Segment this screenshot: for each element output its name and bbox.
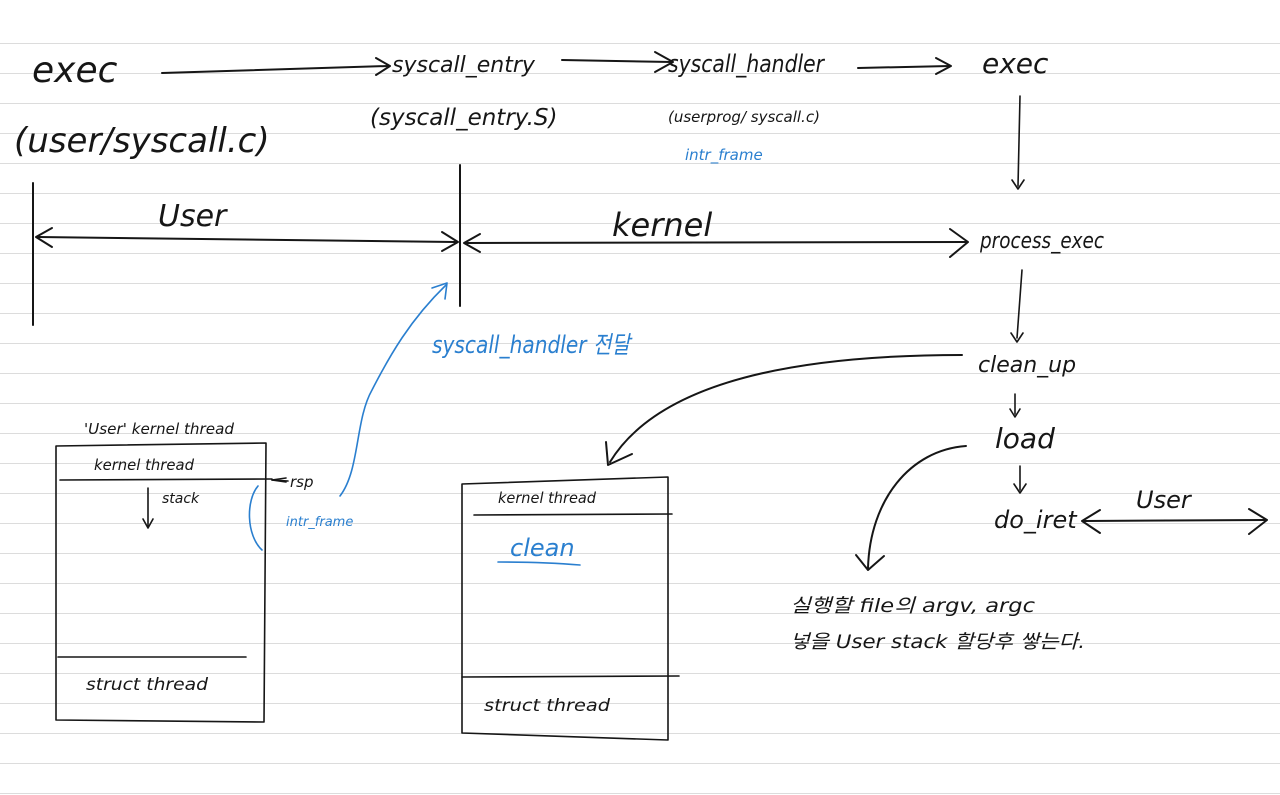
blue-curve-arrow-head [431, 282, 448, 300]
rsp-arrow [271, 479, 289, 482]
stack-label: stack [162, 491, 200, 507]
arrow-clean-up-to-thread-head [605, 441, 633, 466]
arrow-entry-to-handler-head [654, 51, 674, 73]
arrow-handler-to-exec [857, 65, 951, 69]
syscall-handler-transfer-note: syscall_handler 전달 [432, 331, 633, 359]
intr-frame-blue-label: intr_frame [685, 146, 763, 165]
user-range-left-head [35, 227, 53, 248]
middle-box-header-divider [473, 513, 673, 516]
do-iret-user-left-head [1081, 509, 1101, 534]
rsp-label: rsp [290, 473, 314, 491]
do-iret-user-line [1083, 519, 1266, 522]
blue-curve-arrow [339, 284, 447, 497]
do-iret-user-right-head [1248, 508, 1268, 535]
process-exec-label: process_exec [979, 229, 1104, 254]
do-iret-label: do_iret [994, 506, 1078, 534]
middle-box-footer: struct thread [484, 696, 610, 716]
left-box-header: kernel thread [94, 456, 194, 474]
middle-box-footer-divider [461, 675, 680, 678]
intr-frame-brace [248, 485, 263, 551]
arrow-load-to-note-head [855, 554, 885, 571]
syscall-handler-label: syscall_handler [668, 50, 826, 78]
load-note-line-1: 실행할 file의 argv, argc [790, 595, 1036, 617]
kernel-range-label: kernel [612, 206, 712, 244]
exec-start-label: exec [32, 50, 118, 91]
left-box-title: 'User' kernel thread [84, 420, 234, 438]
syscall-entry-label: syscall_entry [392, 53, 536, 78]
intr-frame-left-label: intr_frame [286, 515, 353, 530]
arrow-clean-up-to-thread [609, 354, 963, 463]
syscall-entry-file-label: (syscall_entry.S) [370, 105, 557, 131]
load-label: load [995, 422, 1055, 455]
kernel-range-right-head [949, 228, 969, 258]
load-note-line-2: 넣을 User stack 할당후 쌓는다. [790, 631, 1085, 653]
user-range-line [37, 236, 456, 243]
arrow-exec-to-entry-head [375, 57, 391, 76]
exec-end-label: exec [982, 47, 1049, 80]
user-range-right-head [441, 231, 459, 252]
clean-underline [497, 561, 581, 566]
middle-box-header: kernel thread [498, 489, 596, 507]
arrow-load-down-head [1013, 483, 1027, 494]
arrow-handler-to-exec-head [935, 57, 952, 75]
user-right-label: User [1136, 486, 1193, 514]
arrow-exec-down-head [1011, 179, 1025, 190]
arrow-clean-up-down-head [1009, 408, 1021, 418]
syscall-handler-file-label: (userprog/ syscall.c) [668, 108, 820, 126]
arrow-entry-to-handler [561, 59, 673, 63]
clean-up-label: clean_up [978, 353, 1076, 378]
stack-arrow-head [142, 518, 154, 529]
middle-thread-box [461, 476, 669, 741]
kernel-range-left-head [463, 233, 481, 253]
kernel-range-line [465, 241, 967, 244]
clean-label: clean [510, 534, 575, 562]
left-thread-box [55, 442, 267, 723]
arrow-exec-down [1017, 95, 1021, 187]
user-syscall-file-label: (user/syscall.c) [14, 121, 270, 161]
left-box-footer: struct thread [86, 675, 208, 695]
arrow-process-exec-down [1016, 269, 1023, 339]
left-box-header-divider [59, 478, 273, 481]
arrow-load-to-note [867, 445, 967, 569]
arrow-exec-to-entry [161, 65, 389, 74]
arrow-process-exec-down-head [1010, 332, 1024, 343]
user-range-label: User [158, 199, 228, 234]
